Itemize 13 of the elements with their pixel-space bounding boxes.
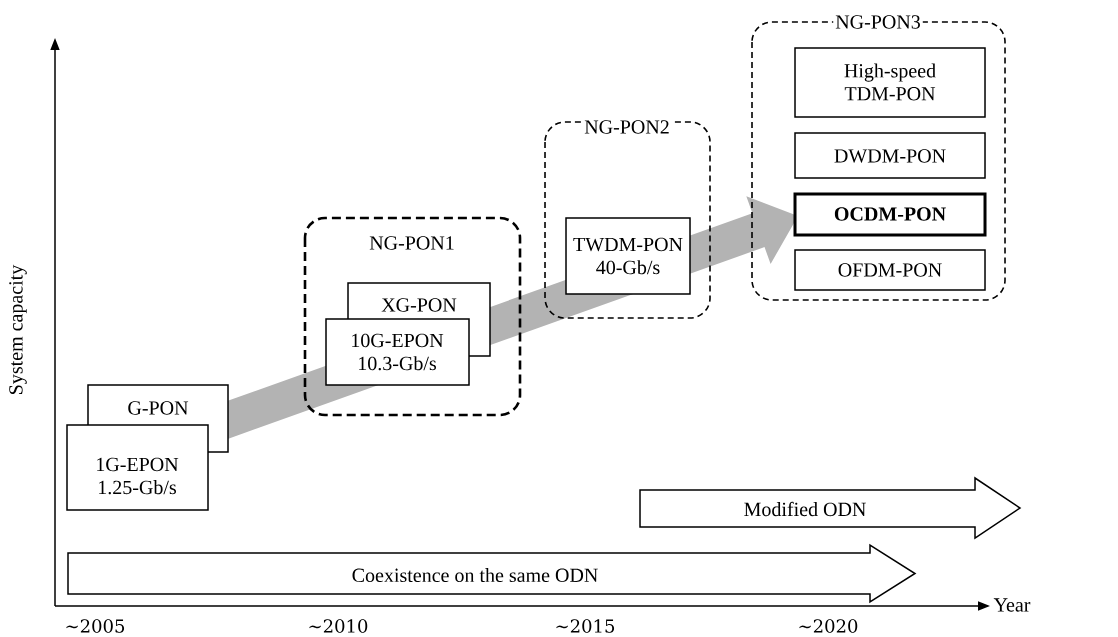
tick-label: ∼2020 (799, 619, 858, 633)
process-box: OCDM-PON (793, 192, 987, 237)
tick-label: ∼2015 (556, 619, 615, 633)
process-box: OFDM-PON (794, 249, 986, 291)
tick-label: ∼2005 (66, 619, 125, 633)
process-box: TWDM-PON 40-Gb/s (565, 217, 691, 295)
tick-label: ∼2010 (309, 619, 368, 633)
process-box: 1G-EPON 1.25-Gb/s (66, 424, 209, 511)
process-box: High-speed TDM-PON (794, 47, 986, 118)
axis-title: System capacity (9, 264, 27, 394)
process-box: 10G-EPON 10.3-Gb/s (325, 318, 470, 386)
axis-title: Year (993, 598, 1031, 612)
process-box: DWDM-PON (794, 132, 986, 179)
